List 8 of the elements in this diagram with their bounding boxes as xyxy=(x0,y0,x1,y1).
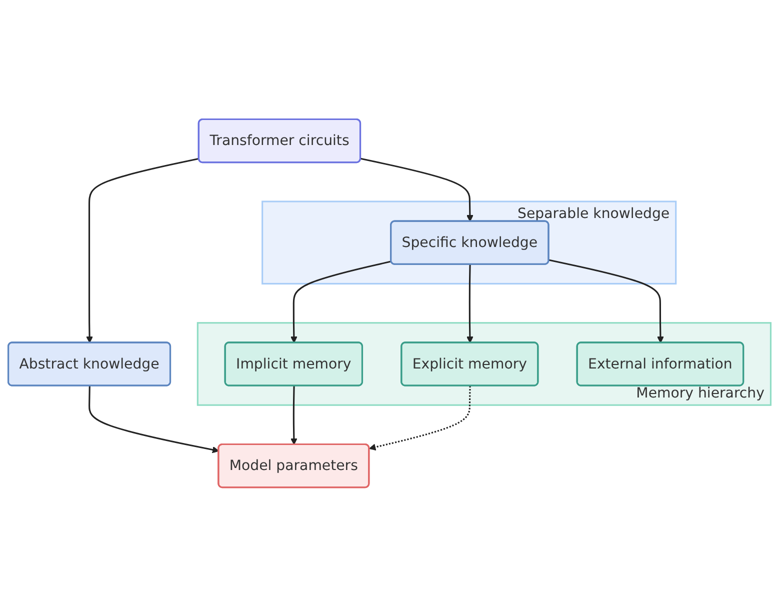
arrow xyxy=(88,386,220,454)
arrow xyxy=(548,259,664,344)
arrow xyxy=(360,158,474,222)
arrow xyxy=(290,260,392,344)
arrow xyxy=(368,386,471,451)
arrow xyxy=(290,386,298,446)
arrow xyxy=(466,264,474,344)
arrow xyxy=(86,158,200,344)
